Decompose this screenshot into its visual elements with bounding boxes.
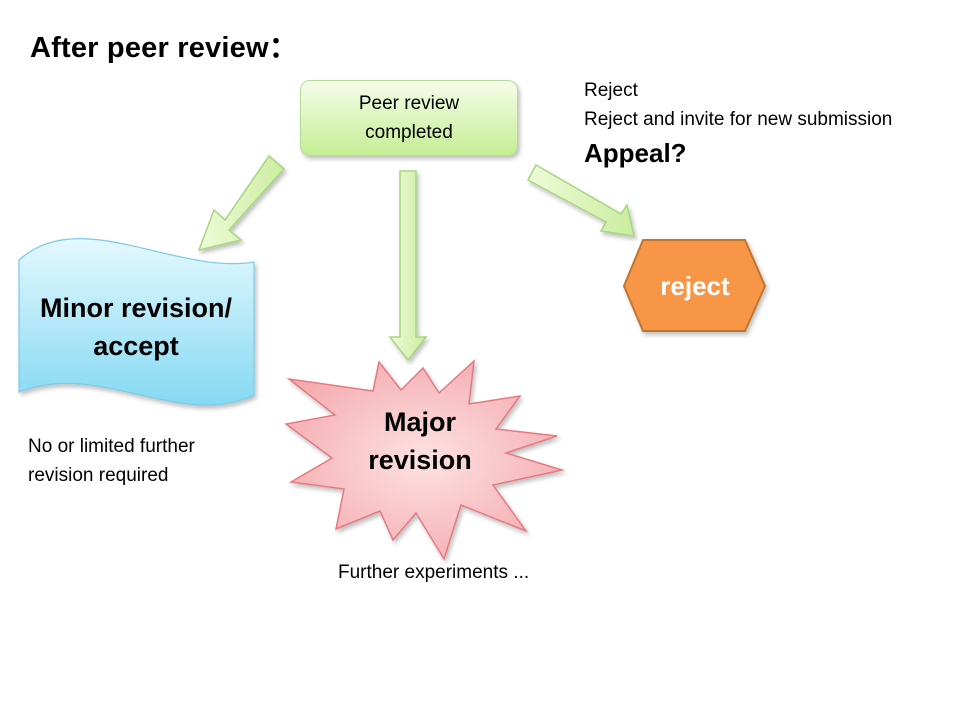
minor-note-line-2: revision required: [28, 465, 169, 486]
major-revision-starburst: [284, 359, 565, 561]
major-label-line-1: Major: [383, 407, 456, 437]
page-title: After peer review：: [30, 32, 298, 64]
major-label-line-2: revision: [368, 445, 472, 475]
minor-label-line-1: Minor revision/: [39, 293, 233, 323]
arrow-to-reject: [526, 163, 635, 237]
minor-revision-shape: [18, 238, 255, 406]
start-line-2: completed: [365, 122, 453, 143]
reject-reason-2: Reject and invite for new submission: [584, 109, 893, 130]
arrow-to-minor: [197, 154, 286, 252]
appeal-text: Appeal?: [584, 138, 687, 168]
major-revision-label: Major revision: [330, 403, 510, 479]
reject-reasons: Reject Reject and invite for new submiss…: [584, 76, 892, 172]
arrow-to-major: [388, 170, 428, 362]
reject-reason-1: Reject: [584, 80, 638, 101]
minor-revision-label: Minor revision/ accept: [20, 289, 252, 365]
reject-hexagon: [622, 239, 767, 332]
minor-note-line-1: No or limited further: [28, 436, 195, 457]
start-line-1: Peer review: [358, 93, 460, 114]
reject-label: reject: [660, 271, 730, 301]
peer-review-completed-box: Peer review completed: [300, 80, 518, 156]
minor-label-line-2: accept: [93, 331, 179, 361]
major-revision-note: Further experiments ...: [338, 562, 530, 583]
minor-revision-note: No or limited further revision required: [28, 432, 195, 490]
